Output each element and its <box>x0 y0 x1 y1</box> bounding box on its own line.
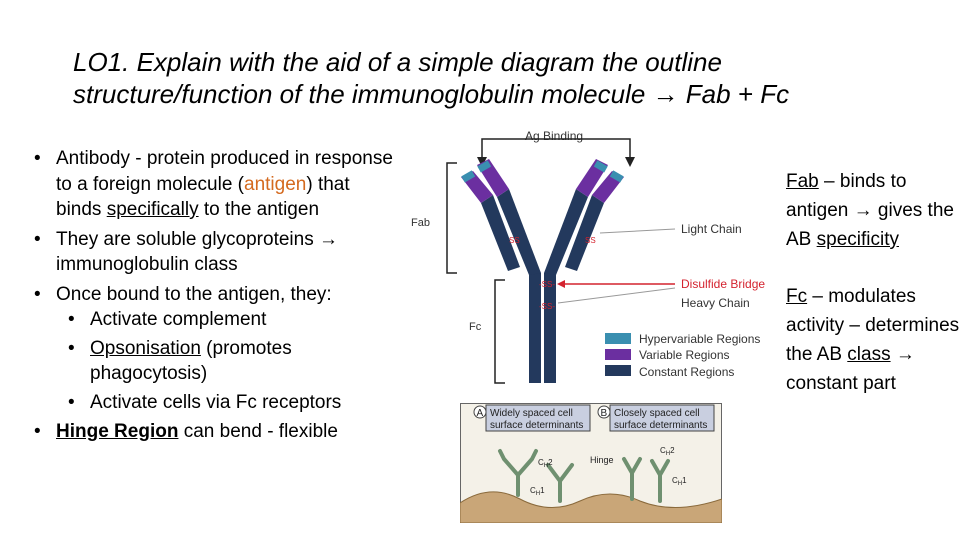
panel-b-header <box>609 404 715 432</box>
title-line-2: structure/function of the immunoglobulin… <box>73 79 646 109</box>
fab-bracket <box>446 162 457 274</box>
title-fab-fc: Fab + Fc <box>685 79 790 109</box>
ch2-label-b: CH2 <box>660 446 675 457</box>
hypervariable-tip-3 <box>593 160 608 173</box>
bullet-antibody: Antibody - protein produced in response … <box>32 146 397 223</box>
class-term: class <box>847 344 891 365</box>
antigen-term: antigen <box>244 173 307 195</box>
hypervariable-tip-4 <box>609 170 624 183</box>
fc-label: Fc <box>469 321 482 333</box>
sub-bullet-fc-receptors: Activate cells via Fc receptors <box>56 390 397 416</box>
legend-constant: Constant Regions <box>639 365 734 379</box>
ag-arrow-left <box>477 157 487 167</box>
ag-binding-label: Ag Binding <box>525 129 583 143</box>
panel-a-letter: A <box>477 408 484 419</box>
light-chain-left <box>481 195 520 271</box>
antibody-diagram: Ag Binding Fab Fc SS SS -SS- -SS- Light … <box>411 129 765 384</box>
light-chain-pointer <box>599 228 676 234</box>
fab-term: Fab <box>786 171 819 192</box>
heavy-chain-label: Heavy Chain <box>681 296 750 310</box>
heavy-chain-right-arm <box>544 189 588 275</box>
panel-b-letter: B <box>601 408 608 419</box>
hypervariable-tip-1 <box>461 170 476 183</box>
antibody-a <box>498 449 538 497</box>
ch1-label-a: CH1 <box>530 486 545 497</box>
hinge-label: Hinge <box>590 455 614 465</box>
sub-bullet-complement: Activate complement <box>56 307 397 333</box>
legend-swatch-constant <box>605 365 631 376</box>
bullet-hinge: Hinge Region can bend - flexible <box>32 419 397 445</box>
ch2-label-a: CH2 <box>538 458 553 469</box>
title-line-1: LO1. Explain with the aid of a simple di… <box>73 47 722 77</box>
legend-hypervariable: Hypervariable Regions <box>639 332 760 346</box>
legend-swatch-hypervariable <box>605 333 631 344</box>
bullet-once-bound: Once bound to the antigen, they: Activat… <box>32 282 397 416</box>
fab-note: Fab – binds to antigen → gives the AB sp… <box>786 171 954 250</box>
bullet-list: Antibody - protein produced in response … <box>32 146 397 449</box>
heavy-chain-pointer <box>557 287 676 304</box>
hinge-term: Hinge Region <box>56 421 179 442</box>
sub-bullet-opsonisation: Opsonisation (promotes phagocytosis) <box>56 336 397 387</box>
bullet-glycoproteins: They are soluble glycoproteins → immunog… <box>32 227 397 278</box>
antibody-a-2 <box>546 463 574 503</box>
specificity-term: specificity <box>816 229 899 250</box>
sub-bullet-list: Activate complement Opsonisation (promot… <box>56 307 397 415</box>
ch1-label-b: CH1 <box>672 476 687 487</box>
arrow-right-icon: → <box>895 344 915 365</box>
heavy-chain-stem-left <box>529 273 541 383</box>
heavy-chain-stem-right <box>544 273 556 383</box>
ss-label-hinge-2: -SS- <box>539 302 555 311</box>
ag-arrow-right <box>625 157 635 167</box>
arrow-right-icon: → <box>318 228 338 250</box>
fc-term: Fc <box>786 286 808 307</box>
cell-surface <box>460 491 722 523</box>
ss-label-left: SS <box>509 236 520 245</box>
specifically-term: specifically <box>106 199 199 220</box>
ss-label-hinge-1: -SS- <box>539 280 555 289</box>
panel-a-header <box>485 404 591 432</box>
ag-binding-bracket <box>481 138 631 163</box>
slide-title: LO1. Explain with the aid of a simple di… <box>73 46 903 110</box>
fc-note: Fc – modulates activity – determines the… <box>786 286 960 394</box>
legend-swatch-variable <box>605 349 631 360</box>
disulfide-arrow-head <box>557 280 565 288</box>
arrow-right-icon: → <box>853 200 873 221</box>
antibody-b-1 <box>622 457 642 501</box>
light-chain-right <box>565 195 604 271</box>
heavy-chain-left-arm <box>497 189 541 275</box>
light-chain-label: Light Chain <box>681 222 742 236</box>
arrow-right-icon: → <box>652 79 679 109</box>
ss-label-right: SS <box>585 236 596 245</box>
hypervariable-tip-2 <box>477 160 492 173</box>
fc-bracket <box>494 279 505 384</box>
disulfide-bridge-label: Disulfide Bridge <box>681 277 765 291</box>
fab-label: Fab <box>411 217 430 229</box>
antibody-b-2 <box>650 459 670 503</box>
legend-variable: Variable Regions <box>639 348 730 362</box>
